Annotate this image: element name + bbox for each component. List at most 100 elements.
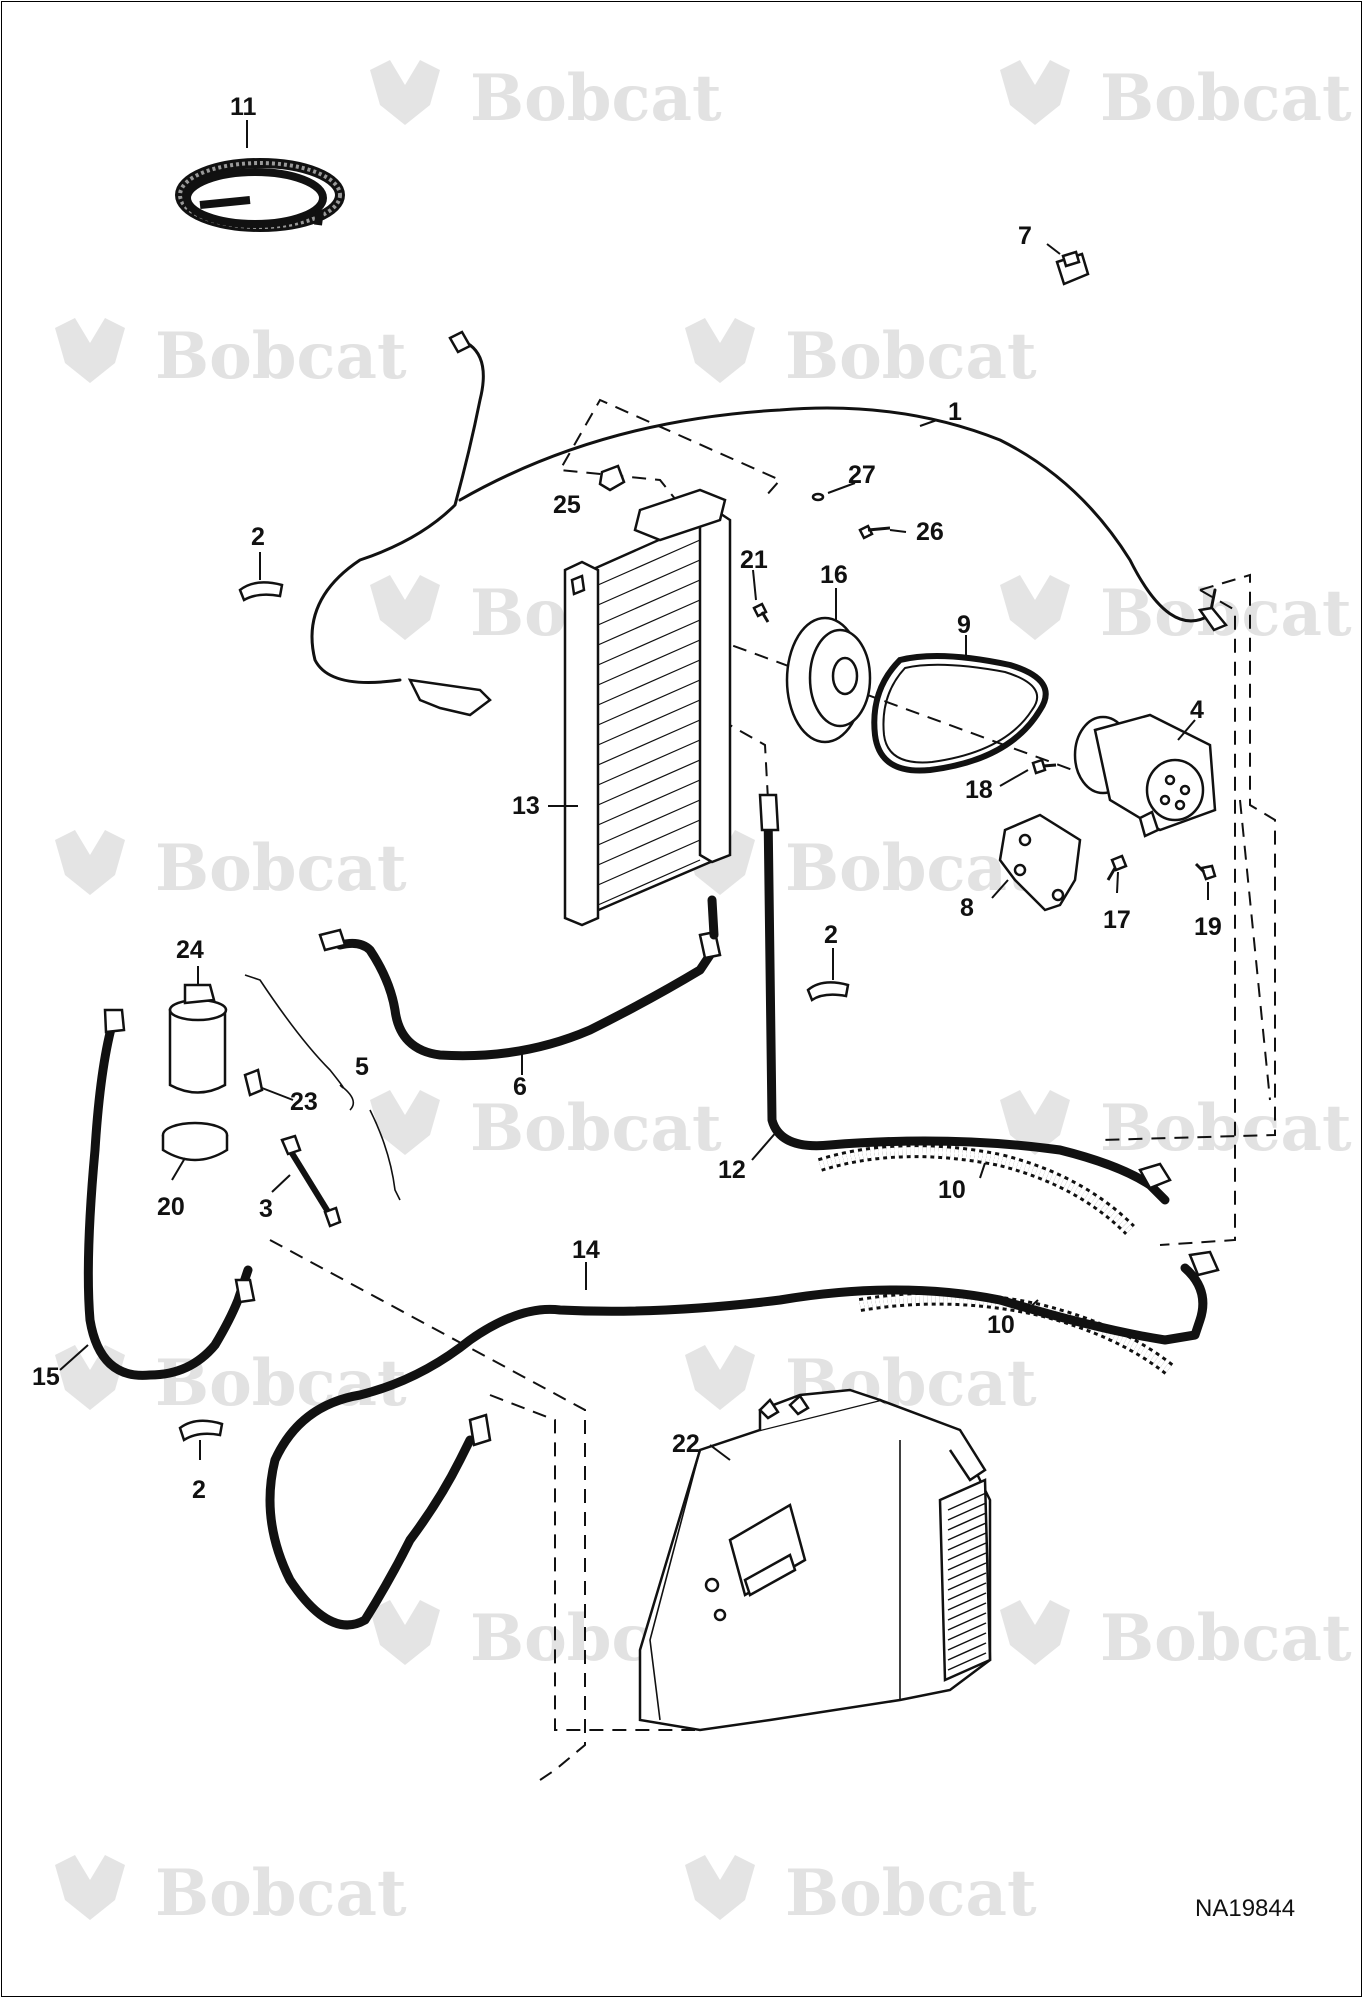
watermark: Bobcat bbox=[55, 830, 407, 906]
leader-line bbox=[999, 769, 1029, 787]
dash-line bbox=[1099, 573, 1276, 1141]
svg-text:Bobcat: Bobcat bbox=[155, 1346, 407, 1421]
drawing-reference: NA19844 bbox=[1195, 1895, 1295, 1922]
leader-line bbox=[1024, 1299, 1039, 1313]
callout-2: 2 bbox=[824, 921, 838, 949]
condenser bbox=[563, 488, 732, 927]
receiver-drier bbox=[168, 983, 228, 1094]
svg-text:Bobcat: Bobcat bbox=[155, 319, 407, 394]
hose-clamp bbox=[238, 581, 284, 602]
callout-6: 6 bbox=[513, 1073, 527, 1101]
callout-16: 16 bbox=[820, 561, 848, 589]
leader-line bbox=[59, 1344, 89, 1371]
spiral-wrap bbox=[817, 1144, 1135, 1235]
hose-kit-bracket bbox=[244, 974, 401, 1201]
leader-line bbox=[919, 419, 938, 427]
clutch-pulley bbox=[785, 616, 872, 744]
callout-23: 23 bbox=[290, 1088, 318, 1116]
compressor-bracket bbox=[998, 813, 1082, 912]
bolt bbox=[1031, 758, 1057, 775]
watermark: Bobcat bbox=[685, 318, 1037, 394]
callout-9: 9 bbox=[957, 611, 971, 639]
callout-17: 17 bbox=[1103, 906, 1131, 934]
screw bbox=[858, 524, 891, 540]
watermark: Bobcat bbox=[55, 1855, 407, 1931]
callout-21: 21 bbox=[740, 546, 768, 574]
hose-clamp bbox=[178, 1419, 224, 1442]
watermark: Bobcat bbox=[370, 1090, 722, 1166]
callout-13: 13 bbox=[512, 792, 540, 820]
leader-line bbox=[171, 1157, 186, 1181]
leader-line bbox=[979, 1162, 986, 1179]
leader-line bbox=[709, 1444, 731, 1461]
leader-line bbox=[271, 1174, 291, 1193]
callout-11: 11 bbox=[230, 93, 257, 121]
dash-line bbox=[1239, 799, 1271, 1101]
callout-labels: 11 7 1 2 27 25 26 21 16 9 4 18 13 8 17 1… bbox=[32, 93, 1222, 1504]
watermark: Bobcat bbox=[685, 1345, 1037, 1421]
callout-3: 3 bbox=[259, 1195, 273, 1223]
watermark: Bobcat bbox=[1000, 60, 1352, 136]
svg-text:Bobcat: Bobcat bbox=[1100, 1091, 1352, 1166]
hose-clamp bbox=[806, 981, 850, 1002]
leader-line bbox=[1046, 243, 1061, 255]
line-connector bbox=[280, 1134, 342, 1228]
mount-bracket bbox=[598, 464, 626, 492]
leader-line bbox=[752, 569, 757, 601]
svg-text:Bobcat: Bobcat bbox=[785, 319, 1037, 394]
leader-line bbox=[991, 879, 1009, 899]
svg-text:Bobcat: Bobcat bbox=[785, 1856, 1037, 1931]
svg-text:Bobcat: Bobcat bbox=[1100, 1601, 1352, 1676]
callout-12: 12 bbox=[718, 1156, 746, 1184]
svg-text:Bobcat: Bobcat bbox=[785, 831, 1037, 906]
svg-text:Bobcat: Bobcat bbox=[155, 1856, 407, 1931]
leader-line bbox=[889, 529, 907, 533]
watermark: Bobcat bbox=[1000, 1600, 1352, 1676]
callout-2: 2 bbox=[192, 1476, 206, 1504]
bolt bbox=[1194, 862, 1217, 881]
drive-belt bbox=[871, 653, 1049, 774]
dash-line bbox=[489, 1394, 695, 1731]
mounting-clamp bbox=[161, 1121, 229, 1162]
ac-compressor bbox=[1073, 713, 1217, 838]
callout-18: 18 bbox=[965, 776, 993, 804]
callout-1: 1 bbox=[948, 398, 962, 426]
ac-switch bbox=[1055, 250, 1090, 286]
callout-10: 10 bbox=[987, 1311, 1015, 1339]
callout-2: 2 bbox=[251, 523, 265, 551]
leader-line bbox=[1116, 871, 1119, 894]
svg-text:Bobcat: Bobcat bbox=[1100, 576, 1352, 651]
callout-22: 22 bbox=[672, 1430, 700, 1458]
svg-text:Bobcat: Bobcat bbox=[155, 831, 407, 906]
callout-15: 15 bbox=[32, 1363, 60, 1391]
callout-20: 20 bbox=[157, 1193, 185, 1221]
spiral-wrap bbox=[858, 1291, 1175, 1376]
callout-19: 19 bbox=[1194, 913, 1222, 941]
svg-text:Bobcat: Bobcat bbox=[470, 1091, 722, 1166]
svg-text:Bobcat: Bobcat bbox=[470, 61, 722, 136]
bolt bbox=[752, 602, 770, 623]
hose-assembly bbox=[83, 1008, 256, 1380]
callout-14: 14 bbox=[572, 1236, 600, 1264]
watermark: Bobcat bbox=[685, 830, 1037, 906]
dash-line bbox=[689, 629, 1101, 781]
callout-24: 24 bbox=[176, 936, 204, 964]
hose-assembly bbox=[758, 793, 1172, 1205]
leader-line bbox=[751, 1129, 779, 1161]
watermark: Bobcat bbox=[1000, 1090, 1352, 1166]
callout-4: 4 bbox=[1190, 696, 1204, 724]
watermark: Bobcat bbox=[55, 1345, 407, 1421]
washer bbox=[811, 492, 825, 502]
leader-line bbox=[827, 482, 856, 494]
callout-25: 25 bbox=[553, 491, 581, 519]
watermark: Bobcat bbox=[1000, 575, 1352, 651]
dash-line bbox=[558, 398, 782, 506]
watermark: Bobcat bbox=[55, 318, 407, 394]
hose-assembly bbox=[318, 895, 722, 1061]
leader-line bbox=[261, 1087, 294, 1101]
wire-harness bbox=[310, 330, 1229, 717]
callout-8: 8 bbox=[960, 894, 974, 922]
leader-lines bbox=[59, 120, 1209, 1461]
dash-line bbox=[269, 1239, 586, 1781]
